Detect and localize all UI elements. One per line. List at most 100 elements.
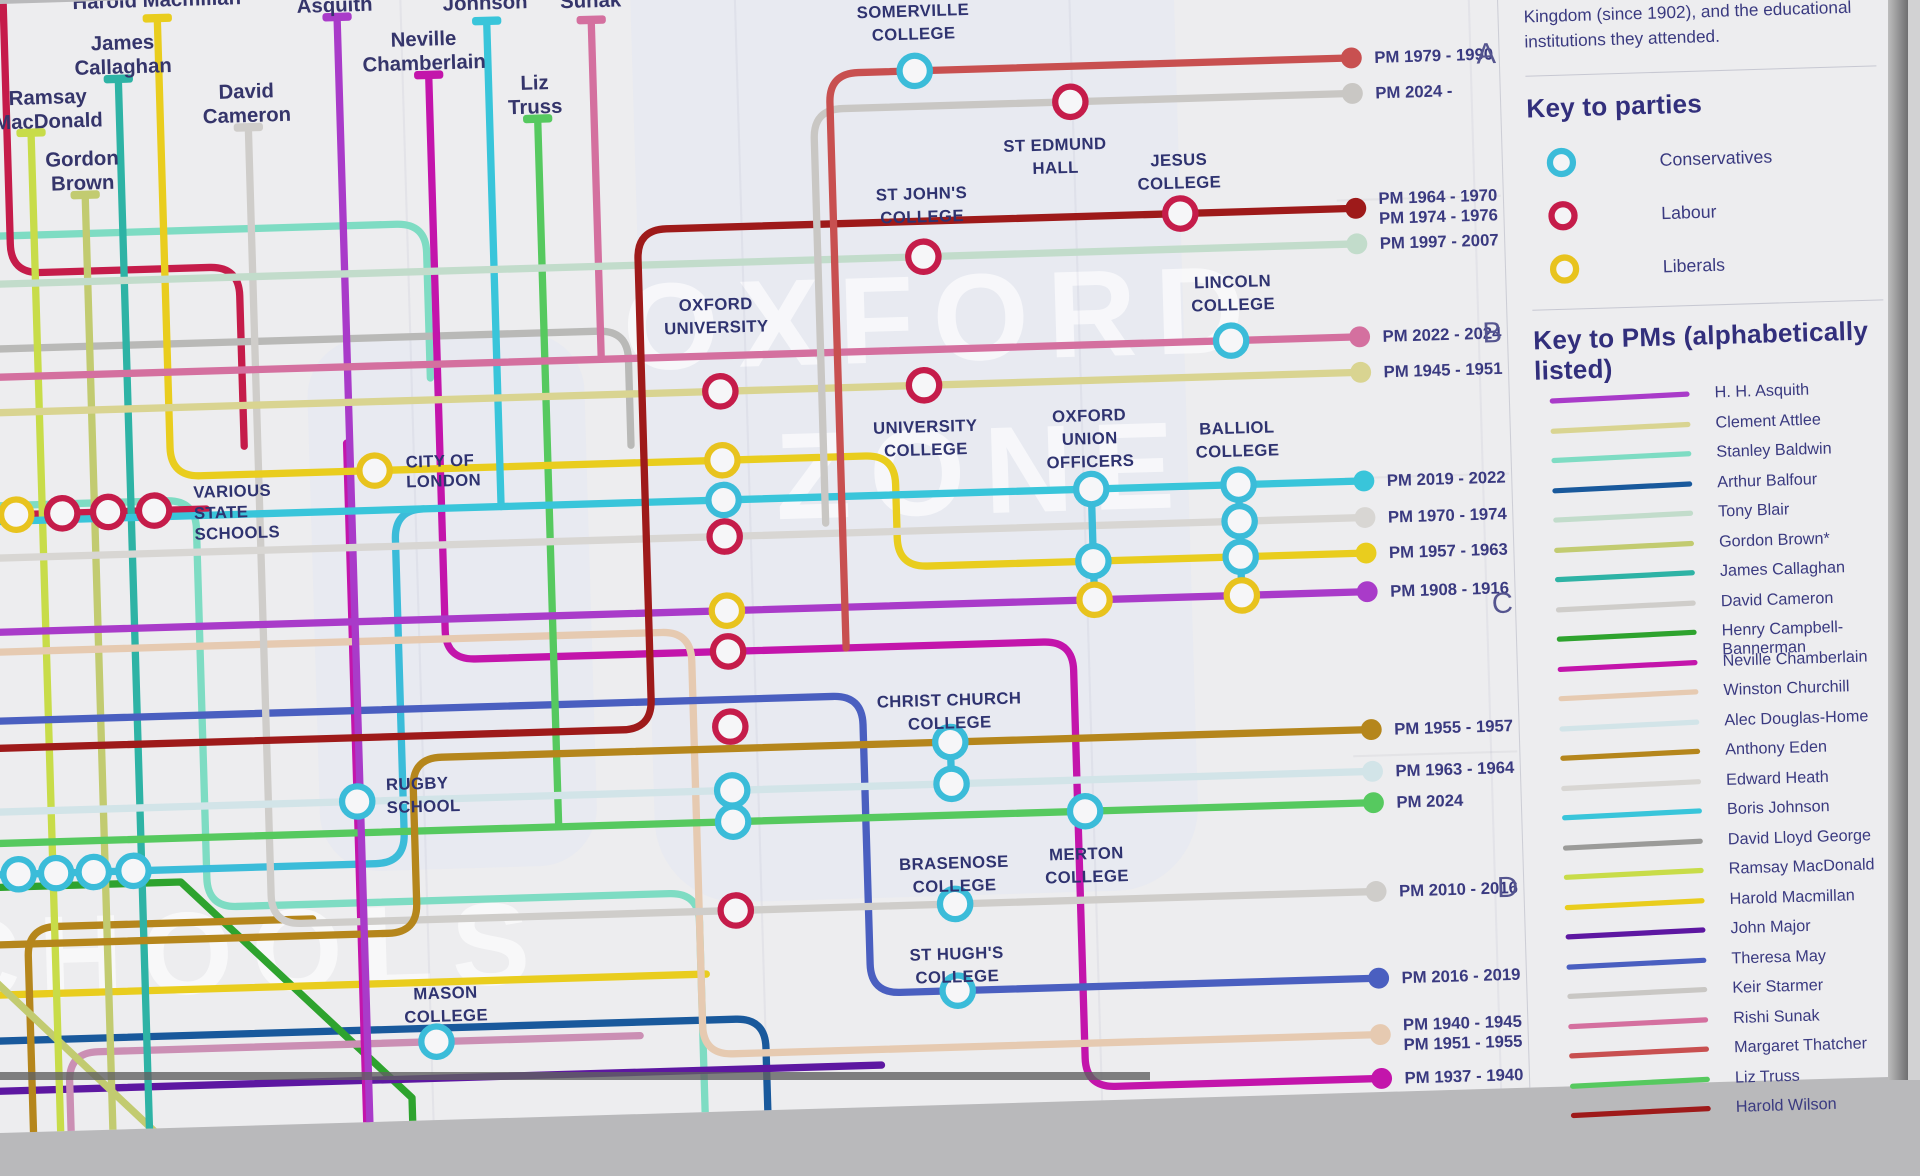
- tube-line-truss-terminal: [534, 115, 563, 831]
- grid-line: [1066, 0, 1105, 1143]
- pm-line-dot: [1353, 470, 1375, 492]
- station-label: BRASENOSE: [899, 852, 1009, 874]
- station-ring: [708, 592, 746, 629]
- station-ring: [717, 892, 755, 929]
- station-label: RUGBY: [386, 773, 449, 794]
- station-ring: [0, 855, 37, 893]
- line-terminal-bar: [322, 12, 352, 22]
- party-legend-row: Liberals: [1531, 253, 1725, 291]
- tube-line-johnson-terminal: [483, 17, 505, 511]
- station-label: BALLIOL: [1199, 417, 1275, 438]
- station-label: SOMERVILLE: [856, 0, 969, 22]
- terminal-pm-name: Liz: [520, 72, 549, 95]
- pm-period-label: PM 1945 - 1951: [1383, 359, 1502, 382]
- pm-period-label: PM 1955 - 1957: [1394, 716, 1513, 739]
- pm-period-label: PM 2016 - 2019: [1401, 965, 1520, 988]
- station-label: COLLEGE: [1195, 440, 1279, 461]
- station-ring: [1212, 322, 1250, 359]
- pm-name-label: Gordon Brown*: [1718, 529, 1831, 551]
- station-label: CITY OF: [405, 451, 474, 472]
- pm-name-label: Keir Starmer: [1732, 976, 1824, 997]
- tube-line-macmillan-low-weave: [0, 970, 710, 1000]
- station-label: COLLEGE: [880, 206, 964, 227]
- pm-name-label: David Lloyd George: [1727, 826, 1872, 849]
- pm-name-label: Harold Macmillan: [1729, 886, 1855, 908]
- pm-name-label: David Cameron: [1720, 588, 1834, 610]
- tube-line-heath: [0, 513, 1371, 564]
- station-ring: [1220, 466, 1257, 503]
- pm-name-label: Theresa May: [1731, 946, 1827, 968]
- pm-period-label: PM 1963 - 1964: [1395, 758, 1515, 781]
- pm-line-dot: [1368, 967, 1390, 989]
- terminal-pm-name: Ramsay: [8, 86, 87, 110]
- station-ring: [712, 708, 749, 745]
- station-ring: [1222, 538, 1259, 576]
- terminal-pm-name: Brown: [51, 172, 115, 196]
- station-ring: [713, 772, 751, 809]
- station-ring: [705, 481, 742, 519]
- grid-line: [1353, 750, 1518, 758]
- pm-name-label: Alec Douglas-Home: [1724, 706, 1869, 730]
- station-ring: [936, 885, 974, 923]
- tube-line-attlee: [0, 368, 1367, 419]
- divider: [1525, 65, 1877, 77]
- line-terminal-bar: [233, 122, 263, 132]
- tube-line-asquith-terminal: [333, 13, 374, 1137]
- tube-line-sunak-terminal: [587, 16, 605, 363]
- grid-line: [1336, 194, 1501, 202]
- line-terminal-bar: [70, 190, 100, 200]
- line-terminal-bar: [16, 128, 46, 138]
- station-ring: [338, 783, 376, 820]
- station-label: COLLEGE: [915, 966, 999, 987]
- tube-line-churchill: [0, 628, 1387, 1058]
- pm-period-label: PM 2019 - 2022: [1387, 468, 1506, 491]
- pm-line-swatch: [1564, 897, 1705, 910]
- station-ring: [89, 493, 127, 531]
- pm-line-swatch: [1568, 1016, 1709, 1029]
- line-terminal-bar: [103, 74, 133, 84]
- terminal-pm-name: Callaghan: [74, 55, 172, 80]
- station-label: COLLEGE: [884, 439, 968, 460]
- station-label: SCHOOLS: [194, 522, 280, 544]
- line-terminal-bar: [576, 15, 606, 25]
- pm-line-swatch: [1560, 748, 1701, 761]
- station-label: HALL: [1032, 158, 1079, 178]
- pm-line-swatch: [1567, 986, 1708, 1000]
- pm-period-label: PM 1957 - 1963: [1389, 540, 1508, 563]
- terminal-pm-name: David: [218, 80, 274, 104]
- key-to-pms-title: Key to PMs (alphabetically listed): [1532, 316, 1869, 386]
- map-description: A tube map of Prime Ministers of the Uni…: [1523, 0, 1856, 52]
- party-legend-row: Conservatives: [1528, 147, 1772, 185]
- pm-name-label: Neville Chamberlain: [1722, 647, 1868, 670]
- pm-line-swatch: [1554, 570, 1695, 583]
- party-ring-icon: [1547, 200, 1579, 231]
- station-ring: [75, 853, 113, 891]
- station-label: UNIVERSITY: [873, 416, 978, 438]
- pm-line-swatch: [1549, 391, 1690, 404]
- station-ring: [37, 854, 75, 892]
- station-ring: [714, 803, 752, 840]
- screen-bezel-bottom: [0, 1072, 1150, 1080]
- grid-letter: C: [1491, 587, 1513, 620]
- tube-line-baldwin-upper: [0, 220, 435, 382]
- station-label: COLLEGE: [908, 712, 992, 733]
- station-ring: [43, 495, 81, 532]
- pm-period-label: PM 2022 - 2024: [1382, 323, 1502, 346]
- pm-line-swatch: [1563, 867, 1704, 881]
- pm-line-swatch: [1561, 808, 1703, 821]
- pm-name-label: Liz Truss: [1734, 1066, 1800, 1087]
- station-ring: [0, 496, 35, 533]
- grid-letter: D: [1497, 872, 1519, 905]
- pm-name-label: Anthony Eden: [1724, 738, 1828, 759]
- station-ring: [706, 518, 743, 555]
- station-ring: [1076, 581, 1113, 619]
- line-terminal-bar: [523, 114, 553, 124]
- station-ring: [115, 852, 152, 890]
- station-ring: [1075, 542, 1112, 580]
- grid-letter: B: [1482, 317, 1502, 350]
- pm-line-dot: [1341, 82, 1363, 104]
- station-ring: [896, 52, 934, 90]
- tube-line-douglas-home: [0, 767, 1379, 818]
- station-ring: [702, 373, 739, 410]
